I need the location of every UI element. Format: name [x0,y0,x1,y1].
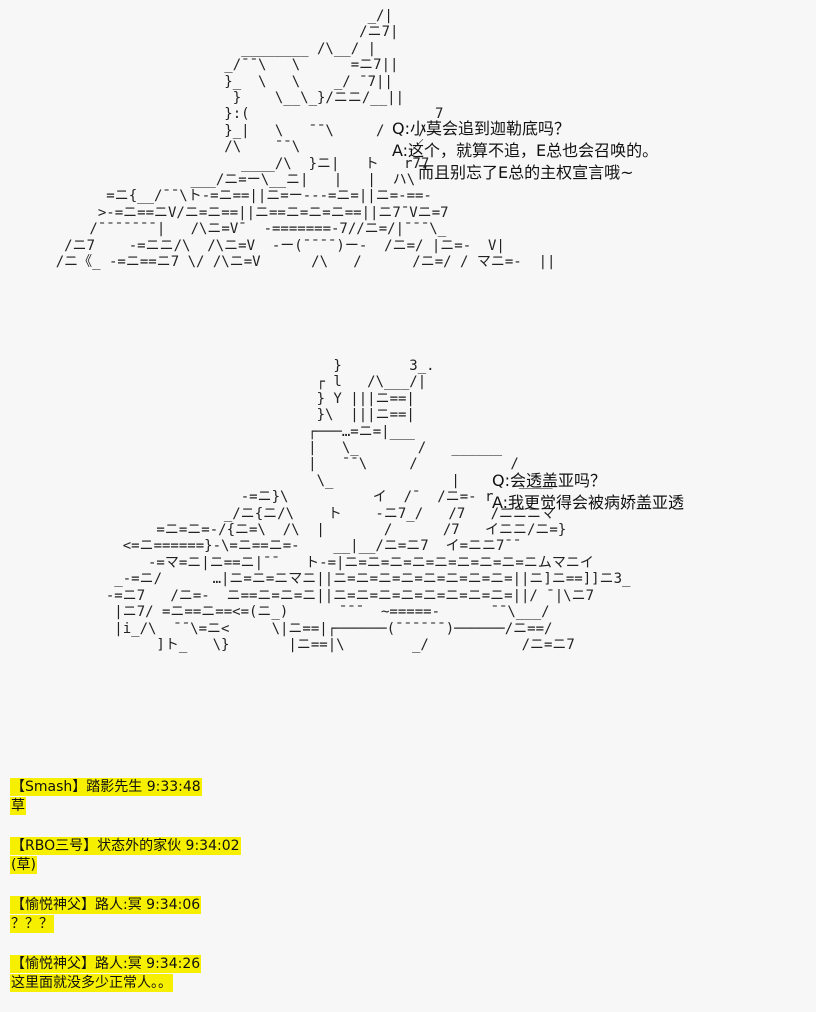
dialog-top: Q:小莫会追到迦勒底吗？ A:这个，就算不追，E总也会召唤的。 而且别忘了E总的… [392,118,658,184]
dialog-bottom-question: Q:会透盖亚吗？ [492,471,606,490]
dialog-top-question: Q:小莫会追到迦勒底吗？ [392,119,570,138]
dialog-top-answer: A:这个，就算不追，E总也会召唤的。 [392,141,659,160]
ascii-art-bottom: } 3_. ┌ l /\___/| } Y |||ニ==| }\ |||ニ==|… [105,358,631,653]
comment-text: ？？？ [10,915,54,933]
comment-item: 【Smash】踏影先生 9:33:48 草 [10,776,790,815]
dialog-bottom-answer: A:我更觉得会被病娇盖亚透 [492,493,685,512]
comment-text: 这里面就没多少正常人。。 [10,974,173,992]
comment-text: (草) [10,856,37,874]
ascii-art-top: _/| /ニ7| ________ /\__/ | _/¯¯\ \ =ニ7|| … [55,8,556,271]
comment-item: 【愉悦神父】路人:冥 9:34:06 ？？？ [10,894,790,933]
comment-meta: 【RBO三号】状态外的家伙 9:34:02 [10,837,241,855]
comment-item: 【RBO三号】状态外的家伙 9:34:02 (草) [10,835,790,874]
comment-item: 【愉悦神父】路人:冥 9:34:26 这里面就没多少正常人。。 [10,953,790,992]
comment-meta: 【愉悦神父】路人:冥 9:34:06 [10,896,202,914]
comment-meta: 【Smash】踏影先生 9:33:48 [10,778,202,796]
comment-text: 草 [10,797,26,815]
comment-list: 【Smash】踏影先生 9:33:48 草 【RBO三号】状态外的家伙 9:34… [10,776,790,1012]
dialog-bottom: Q:会透盖亚吗？ A:我更觉得会被病娇盖亚透 [492,470,684,514]
dialog-top-answer-continued: 而且别忘了E总的主权宣言哦~ [418,163,634,182]
comment-meta: 【愉悦神父】路人:冥 9:34:26 [10,955,202,973]
